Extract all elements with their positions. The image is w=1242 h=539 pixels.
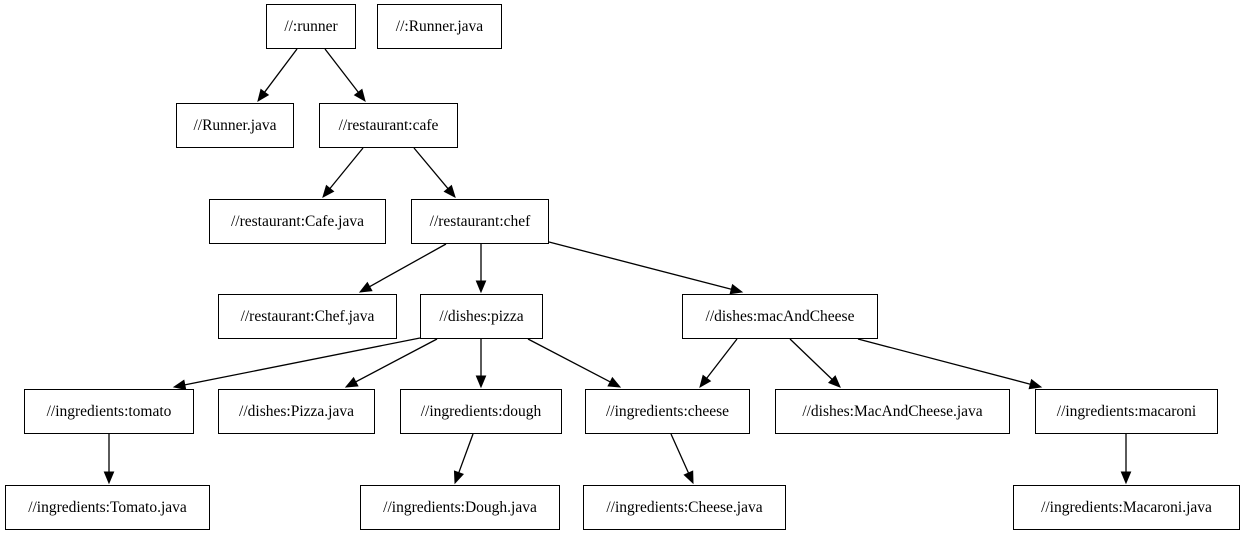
graph-node-dishes_pizza_java[interactable]: //dishes:Pizza.java	[218, 389, 375, 434]
graph-edge-runner-to-restaurant_cafe	[324, 48, 366, 103]
graph-edge-dishes_pizza-to-dishes_pizza_java	[344, 338, 438, 388]
graph-edge-runner-to-runner_java	[257, 48, 298, 103]
graph-node-label: //dishes:Pizza.java	[239, 402, 354, 420]
graph-node-label: //Runner.java	[193, 116, 277, 134]
graph-node-label: //ingredients:macaroni	[1056, 402, 1197, 420]
graph-node-label: //restaurant:Cafe.java	[231, 212, 364, 230]
edge-arrowhead-icon	[699, 374, 712, 389]
edge-arrowhead-icon	[443, 184, 456, 198]
edge-arrowhead-icon	[729, 283, 744, 295]
graph-node-ing_tomato[interactable]: //ingredients:tomato	[24, 389, 194, 434]
graph-node-label: //dishes:macAndCheese	[705, 307, 855, 325]
graph-edge-restaurant_cafe-to-restaurant_cafe_java	[322, 147, 364, 199]
graph-node-ing_macaroni_java[interactable]: //ingredients:Macaroni.java	[1013, 485, 1240, 530]
graph-node-ing_macaroni[interactable]: //ingredients:macaroni	[1035, 389, 1218, 434]
graph-node-label: //ingredients:cheese	[605, 402, 730, 420]
graph-node-label: //restaurant:Chef.java	[240, 307, 375, 325]
graph-node-label: //ingredients:Cheese.java	[606, 498, 763, 516]
graph-edge-dishes_pizza-to-ing_dough	[475, 339, 487, 389]
edges-group	[103, 48, 1132, 485]
graph-node-label: //:runner	[284, 17, 338, 35]
graph-node-label: //dishes:pizza	[439, 307, 524, 325]
graph-node-label: //ingredients:tomato	[46, 402, 172, 420]
graph-edge-restaurant_cafe-to-restaurant_chef	[413, 147, 456, 198]
graph-edge-ing_macaroni-to-ing_macaroni_java	[1120, 434, 1132, 485]
graph-node-restaurant_cafe[interactable]: //restaurant:cafe	[319, 103, 458, 148]
graph-node-ing_cheese[interactable]: //ingredients:cheese	[585, 389, 750, 434]
graph-node-restaurant_chef[interactable]: //restaurant:chef	[411, 199, 549, 244]
graph-node-dishes_mac_java[interactable]: //dishes:MacAndCheese.java	[775, 389, 1010, 434]
graph-edge-dishes_pizza-to-ing_tomato	[172, 337, 421, 391]
edge-arrowhead-icon	[475, 375, 487, 389]
edge-line	[329, 147, 364, 189]
graph-node-label: //restaurant:cafe	[338, 116, 439, 134]
graph-edge-dishes_pizza-to-ing_cheese	[527, 338, 622, 388]
edge-line	[355, 338, 438, 383]
edge-line	[670, 433, 690, 474]
edge-arrowhead-icon	[257, 88, 270, 103]
edge-arrowhead-icon	[322, 184, 335, 199]
edge-arrowhead-icon	[103, 471, 115, 485]
edge-arrowhead-icon	[358, 281, 373, 293]
edge-line	[324, 48, 359, 93]
edge-line	[706, 338, 738, 379]
edge-line	[369, 243, 447, 288]
edge-arrowhead-icon	[1028, 378, 1043, 390]
edge-line	[548, 241, 732, 290]
edge-arrowhead-icon	[344, 376, 359, 388]
edge-arrowhead-icon	[172, 379, 187, 391]
graph-edge-dishes_macandcheese-to-ing_macaroni	[857, 338, 1043, 390]
graph-node-runner_java[interactable]: //Runner.java	[176, 103, 294, 148]
graph-node-ing_cheese_java[interactable]: //ingredients:Cheese.java	[583, 485, 786, 530]
edge-line	[789, 338, 833, 380]
graph-edge-restaurant_chef-to-restaurant_chef_java	[358, 243, 447, 293]
edge-line	[264, 48, 298, 93]
graph-edge-ing_cheese-to-ing_cheese_java	[670, 433, 694, 485]
graph-edge-ing_dough-to-ing_dough_java	[453, 433, 474, 485]
edge-arrowhead-icon	[453, 470, 464, 485]
edge-line	[184, 337, 421, 386]
graph-node-label: //ingredients:Dough.java	[383, 498, 537, 516]
graph-node-runner_java_root[interactable]: //:Runner.java	[377, 4, 502, 49]
graph-node-restaurant_chef_java[interactable]: //restaurant:Chef.java	[218, 294, 397, 339]
edge-arrowhead-icon	[475, 280, 487, 294]
edge-line	[857, 338, 1031, 385]
graph-node-label: //:Runner.java	[395, 17, 484, 35]
edge-line	[458, 433, 474, 473]
graph-node-runner[interactable]: //:runner	[266, 4, 356, 49]
graph-node-ing_tomato_java[interactable]: //ingredients:Tomato.java	[5, 485, 210, 530]
edge-line	[527, 338, 611, 383]
graph-edge-restaurant_chef-to-dishes_macandcheese	[548, 241, 744, 295]
graph-node-label: //restaurant:chef	[429, 212, 531, 230]
graph-node-label: //ingredients:Tomato.java	[28, 498, 187, 516]
graph-edge-restaurant_chef-to-dishes_pizza	[475, 244, 487, 294]
edge-arrowhead-icon	[353, 88, 366, 103]
graph-node-ing_dough[interactable]: //ingredients:dough	[400, 389, 562, 434]
graph-node-label: //ingredients:dough	[420, 402, 542, 420]
edge-arrowhead-icon	[827, 375, 841, 388]
graph-edge-ing_tomato-to-ing_tomato_java	[103, 434, 115, 485]
edge-line	[413, 147, 449, 189]
graph-edge-dishes_macandcheese-to-ing_cheese	[699, 338, 738, 389]
edge-arrowhead-icon	[683, 470, 694, 485]
edge-arrowhead-icon	[607, 376, 622, 388]
graph-node-label: //ingredients:Macaroni.java	[1041, 498, 1212, 516]
graph-node-dishes_pizza[interactable]: //dishes:pizza	[420, 294, 543, 339]
graph-node-ing_dough_java[interactable]: //ingredients:Dough.java	[360, 485, 560, 530]
edge-arrowhead-icon	[1120, 471, 1132, 485]
graph-node-restaurant_cafe_java[interactable]: //restaurant:Cafe.java	[209, 199, 386, 244]
graph-node-dishes_macandcheese[interactable]: //dishes:macAndCheese	[682, 294, 878, 339]
graph-node-label: //dishes:MacAndCheese.java	[802, 402, 983, 420]
graph-edge-dishes_macandcheese-to-dishes_mac_java	[789, 338, 841, 388]
